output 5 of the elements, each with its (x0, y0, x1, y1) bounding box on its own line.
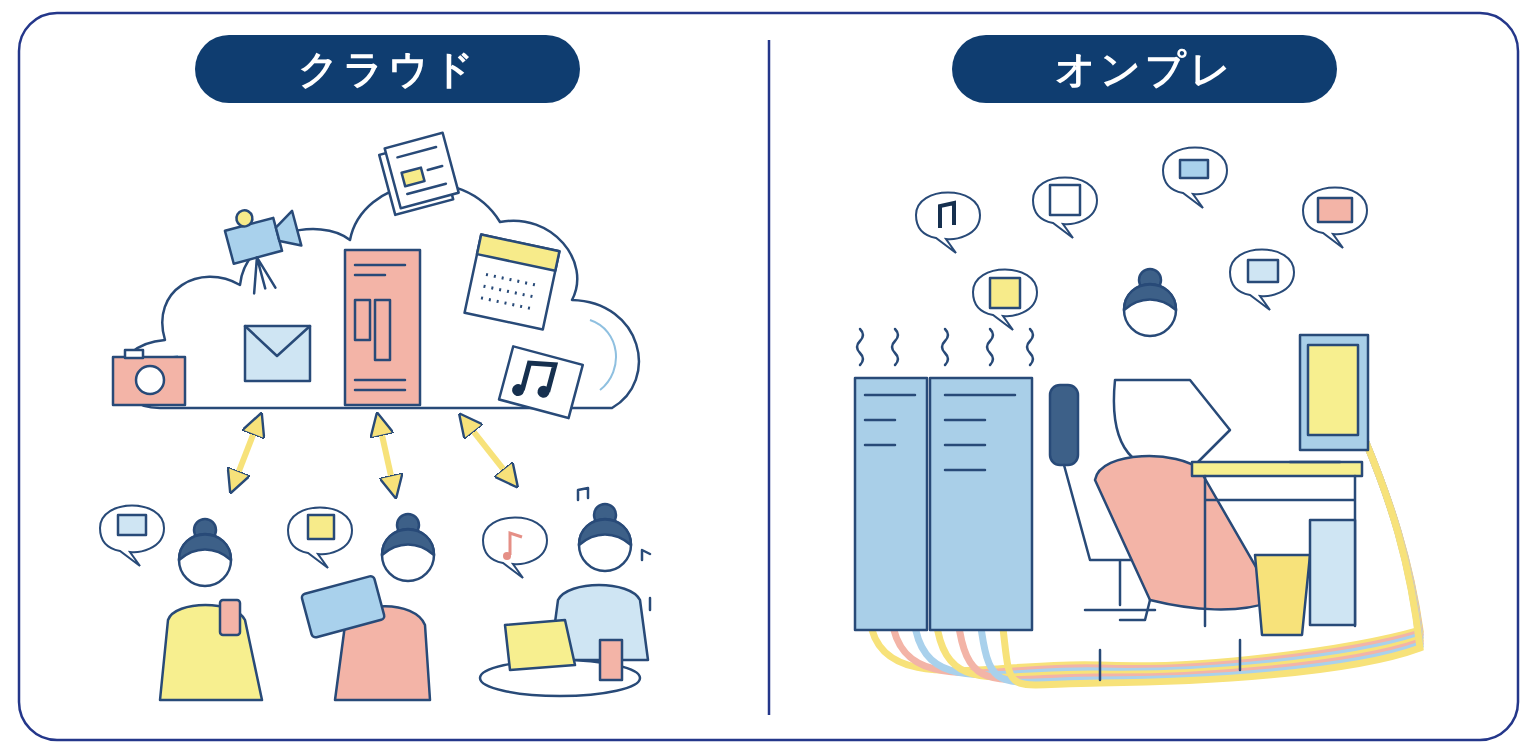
header-pill: オンプレ (952, 35, 1337, 103)
double-arrow (457, 412, 520, 489)
header-pill: クラウド (195, 35, 580, 103)
double-arrow (226, 411, 266, 495)
double-arrow (369, 411, 404, 500)
